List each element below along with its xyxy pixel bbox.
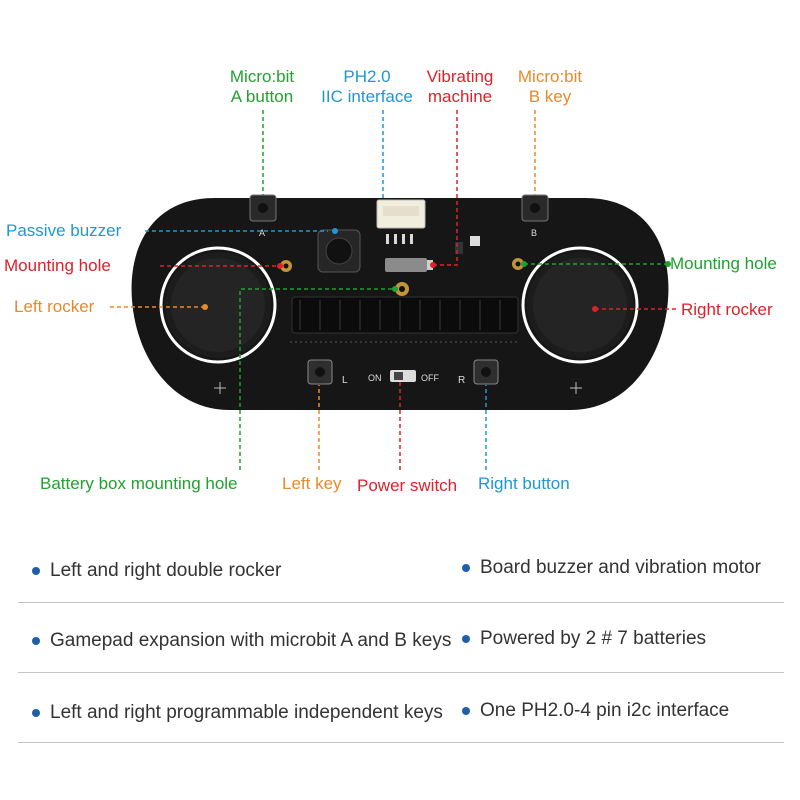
feature-item: Left and right programmable independent … [32, 702, 443, 724]
silk-r: R [458, 375, 465, 386]
a-button-label-line2: A button [230, 87, 294, 106]
battery-box-label: Battery box mounting hole [40, 474, 238, 493]
b-key-label-line2: B key [528, 87, 572, 106]
bullet-icon [32, 709, 40, 717]
b-key-label-line1: Micro:bit [517, 67, 583, 86]
vibrating-label: Vibrating machine [415, 67, 505, 107]
left-key-label: Left key [282, 474, 342, 493]
silk-off: OFF [421, 373, 439, 383]
right-rocker-ring [521, 246, 639, 364]
feature-text: Powered by 2 # 7 batteries [480, 628, 707, 649]
feature-text: One PH2.0-4 pin i2c interface [480, 700, 730, 721]
ph20-label-line1: PH2.0 [343, 67, 391, 86]
right-button-label: Right button [478, 474, 570, 493]
ph20-label: PH2.0 IIC interface [311, 67, 423, 107]
feature-text: Left and right programmable independent … [50, 702, 443, 723]
silk-b: B [531, 228, 537, 238]
bullet-icon [462, 707, 470, 715]
gamepad-board-illustration: A B L R ON OFF [110, 110, 676, 470]
a-button-label-line1: Micro:bit [229, 67, 295, 86]
b-key-label: Micro:bit B key [500, 67, 600, 107]
microbit-slot-pins [299, 300, 501, 330]
feature-text: Left and right double rocker [50, 560, 282, 581]
silk-l: L [342, 375, 348, 386]
feature-divider [18, 742, 784, 743]
bullet-icon [462, 635, 470, 643]
bullet-icon [32, 637, 40, 645]
vibrating-label-line1: Vibrating [426, 67, 494, 86]
feature-text: Gamepad expansion with microbit A and B … [50, 630, 452, 651]
silk-a: A [259, 228, 265, 238]
left-rocker-label: Left rocker [14, 297, 95, 316]
right-rocker-label: Right rocker [681, 300, 773, 319]
ph20-label-line2: IIC interface [321, 87, 413, 106]
passive-buzzer-label: Passive buzzer [6, 221, 122, 240]
microbit-slot [291, 296, 519, 334]
bullet-icon [32, 567, 40, 575]
left-rocker-ring [159, 246, 277, 364]
feature-item: Powered by 2 # 7 batteries [462, 628, 706, 650]
feature-divider [18, 602, 784, 603]
feature-divider [18, 672, 784, 673]
feature-item: Left and right double rocker [32, 560, 281, 582]
silk-on: ON [368, 373, 382, 383]
mounting-hole-left-label: Mounting hole [4, 256, 111, 275]
power-switch-label: Power switch [357, 476, 458, 495]
a-button-label: Micro:bit A button [212, 67, 312, 107]
mounting-hole-right-label: Mounting hole [670, 254, 777, 273]
vibrating-label-line2: machine [427, 87, 493, 106]
feature-item: Board buzzer and vibration motor [462, 557, 761, 579]
bullet-icon [462, 564, 470, 572]
feature-item: One PH2.0-4 pin i2c interface [462, 700, 729, 722]
vibration-motor-part [385, 258, 427, 272]
feature-item: Gamepad expansion with microbit A and B … [32, 630, 451, 652]
feature-text: Board buzzer and vibration motor [480, 557, 761, 578]
